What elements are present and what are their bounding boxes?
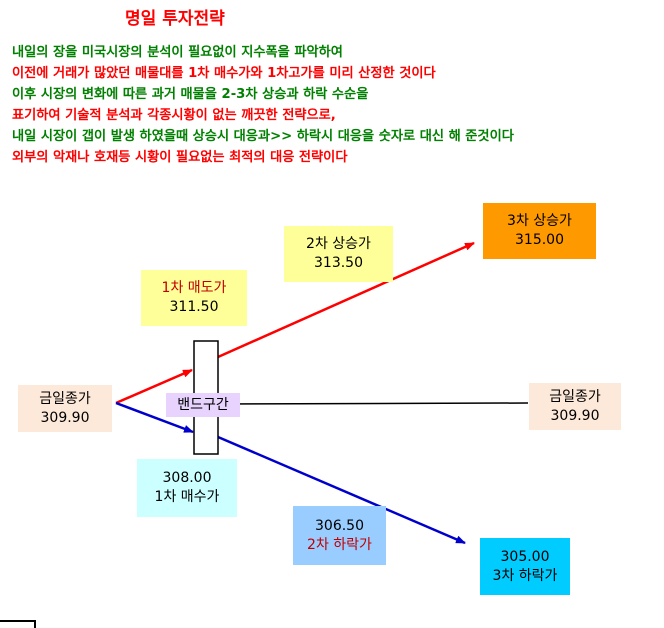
fall2-value: 306.50 xyxy=(315,517,364,534)
band-label: 밴드구간 xyxy=(166,393,240,417)
flat-line xyxy=(217,402,529,405)
rise2-value: 313.50 xyxy=(314,255,363,271)
buy1-box: 308.00 1차 매수가 xyxy=(137,459,237,517)
rise2-label: 2차 상승가 xyxy=(306,236,371,252)
fall2-label: 2차 하락가 xyxy=(307,536,372,553)
fall2-box: 306.50 2차 하락가 xyxy=(293,506,386,565)
arrow-down-to-buy1 xyxy=(115,401,194,434)
fall3-value: 305.00 xyxy=(500,548,550,565)
close-right-value: 309.90 xyxy=(550,407,600,424)
close-left-label: 금일종가 xyxy=(39,390,91,407)
buy1-label: 1차 매수가 xyxy=(154,489,220,505)
fall3-box: 305.00 3차 하락가 xyxy=(480,538,570,595)
arrow-down-to-fall3 xyxy=(217,435,466,545)
intro-line: 표기하여 기술적 분석과 각종시황이 없는 깨끗한 전략으로, xyxy=(12,108,336,123)
arrow-up-to-sell1 xyxy=(115,368,193,405)
intro-line: 외부의 악재나 호재등 시황이 필요없는 최적의 대응 전략이다 xyxy=(12,150,348,165)
close-left-value: 309.90 xyxy=(40,409,90,426)
rise3-label: 3차 상승가 xyxy=(507,213,572,229)
close-right-label: 금일종가 xyxy=(549,388,601,405)
close-right-box: 금일종가 309.90 xyxy=(529,383,621,430)
corner-mark xyxy=(0,620,36,628)
intro-line: 내일 시장이 갭이 발생 하였을때 상승시 대응과>> 하락시 대응을 숫자로 … xyxy=(12,129,514,144)
fall3-label: 3차 하락가 xyxy=(492,567,558,584)
rise2-box: 2차 상승가 313.50 xyxy=(284,226,393,282)
rise3-box: 3차 상승가 315.00 xyxy=(483,203,596,259)
intro-text: 내일의 장을 미국시장의 분석이 필요없이 지수폭을 파악하여 이전에 거래가 … xyxy=(12,42,662,168)
buy1-value: 308.00 xyxy=(162,470,212,486)
rise3-value: 315.00 xyxy=(515,232,564,248)
intro-line: 이후 시장의 변화에 따른 과거 매물을 2-3차 상승과 하락 수순을 xyxy=(12,87,369,102)
sell1-value: 311.50 xyxy=(169,299,219,315)
close-left-box: 금일종가 309.90 xyxy=(18,385,112,432)
intro-line: 내일의 장을 미국시장의 분석이 필요없이 지수폭을 파악하여 xyxy=(12,45,343,60)
arrow-up-to-rise3 xyxy=(217,241,475,359)
page-title: 명일 투자전략 xyxy=(125,9,225,29)
intro-line: 이전에 거래가 많았던 매물대를 1차 매수가와 1차고가를 미리 산정한 것이… xyxy=(12,66,436,81)
sell1-box: 1차 매도가 311.50 xyxy=(141,270,247,326)
sell1-label: 1차 매도가 xyxy=(161,280,227,296)
